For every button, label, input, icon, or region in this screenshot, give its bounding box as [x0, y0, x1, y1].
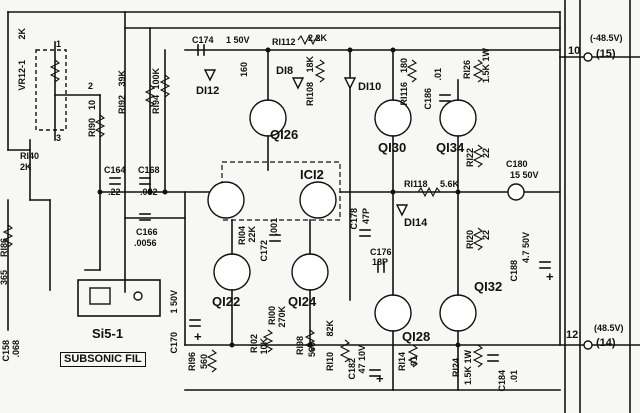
r126-value: 1.5K 1W: [481, 48, 491, 84]
c170-value: 1 50V: [169, 290, 179, 314]
r120-ref: RI20: [465, 230, 475, 250]
r100-value: 270K: [277, 306, 287, 328]
subsonic-filter-caption: SUBSONIC FIL: [60, 352, 146, 367]
r112-ref: RI112: [272, 37, 296, 47]
c178-value: 47P: [361, 208, 371, 225]
c180-ref: C180: [506, 159, 528, 169]
di8-label: DI8: [276, 65, 294, 77]
r190-value: 10: [87, 100, 97, 111]
q122-label: QI22: [212, 294, 241, 309]
c184-value: .01: [509, 370, 519, 383]
terminal-15-ref: (15): [596, 48, 616, 60]
r104-value: 22K: [247, 226, 257, 243]
c174-ref: C174: [192, 35, 214, 45]
ic12-label: ICI2: [300, 167, 324, 182]
terminal-14-ref: (14): [596, 337, 616, 349]
c168-value: .082: [140, 187, 158, 197]
r192-ref: RI92: [117, 95, 127, 115]
c184-ref: C184: [497, 370, 507, 392]
c186-value: .01: [433, 68, 443, 81]
di12-label: DI12: [196, 85, 220, 97]
c176-value: 18P: [372, 257, 389, 267]
r104-ref: RI04: [237, 226, 247, 246]
c188-ref: C188: [509, 260, 519, 282]
c164-value: .22: [108, 187, 121, 197]
c164-ref: C164: [104, 165, 126, 175]
r120-value: 22: [481, 230, 491, 241]
c170-plus-sign: +: [194, 329, 202, 344]
c158-value: .068: [11, 340, 21, 358]
c182-value: 47 10V: [357, 345, 367, 374]
r124-ref: RI24: [451, 358, 461, 378]
r192-value: 39K: [117, 70, 127, 87]
r110-value: 82K: [325, 320, 335, 337]
terminal-10-pin: 10: [568, 45, 581, 57]
r186-value: 365: [0, 270, 9, 286]
pot-pin-1: 1: [56, 39, 62, 49]
r194-ref: RI94: [151, 95, 161, 115]
r194-value: 100K: [151, 68, 161, 90]
r190-ref: RI90: [87, 118, 97, 138]
c176-ref: C176: [370, 247, 392, 257]
r124-value: 1.5K 1W: [463, 350, 473, 386]
di14-label: DI14: [404, 217, 428, 229]
c182-plus-sign: +: [376, 371, 384, 386]
c168-ref: C168: [138, 165, 160, 175]
pot-pin-2: 2: [88, 81, 94, 91]
r122-value: 22: [481, 148, 491, 159]
r140-ref: RI40: [20, 151, 40, 161]
pot-value: 2K: [17, 28, 27, 40]
c188-value: 4.7 50V: [521, 232, 531, 264]
r110-ref: RI10: [325, 352, 335, 372]
c180-value: 15 50V: [510, 170, 539, 180]
r196-ref: RI96: [187, 352, 197, 372]
c166-value: .0056: [134, 238, 157, 248]
r-160-value: 160: [239, 62, 249, 78]
r102-value: 10K: [259, 338, 269, 355]
r140-value: 2K: [20, 162, 32, 172]
r114-ref: RI14: [397, 352, 407, 372]
pot-pin-3: 3: [56, 133, 62, 143]
r116-value: 180: [399, 58, 409, 74]
r112-value: 2.2K: [308, 33, 328, 43]
c172-ref: C172: [259, 240, 269, 262]
r186-ref: RI86: [0, 238, 9, 258]
c182-ref: C182: [347, 358, 357, 380]
terminal-14-voltage: (48.5V): [594, 323, 624, 333]
r108-ref: RI108: [305, 82, 315, 107]
c166-ref: C166: [136, 227, 158, 237]
r116-ref: RI116: [399, 82, 409, 106]
r122-ref: RI22: [465, 148, 475, 168]
q130-label: QI30: [378, 140, 407, 155]
r198-ref: RI98: [295, 336, 305, 356]
switch-ref: Si5-1: [92, 326, 124, 341]
c172-value: .001: [269, 218, 279, 236]
q126-label: QI26: [270, 127, 299, 142]
r100-ref: RI00: [267, 306, 277, 326]
q124-label: QI24: [288, 294, 317, 309]
r114-value: 91: [409, 356, 419, 367]
c158-ref: C158: [1, 340, 11, 362]
r198-value: 560: [307, 342, 317, 358]
c174-value: 1 50V: [226, 35, 250, 45]
pot-ref: VR12-1: [17, 60, 27, 91]
r118-value: 5.6K: [440, 179, 460, 189]
terminal-15-voltage: (-48.5V): [590, 33, 623, 43]
r196-value: 560: [199, 354, 209, 370]
q132-label: QI32: [474, 279, 503, 294]
r126-ref: RI26: [462, 60, 472, 80]
terminal-12-pin: 12: [566, 329, 579, 341]
r108-value: 18K: [305, 56, 315, 73]
c170-ref: C170: [169, 332, 179, 354]
c188-plus-sign: +: [546, 269, 554, 284]
q134-label: QI34: [436, 140, 465, 155]
r118-ref: RI118: [404, 179, 428, 189]
q128-label: QI28: [402, 329, 431, 344]
di10-label: DI10: [358, 81, 382, 93]
c186-ref: C186: [423, 88, 433, 110]
r102-ref: RI02: [249, 334, 259, 354]
c178-ref: C178: [349, 208, 359, 230]
